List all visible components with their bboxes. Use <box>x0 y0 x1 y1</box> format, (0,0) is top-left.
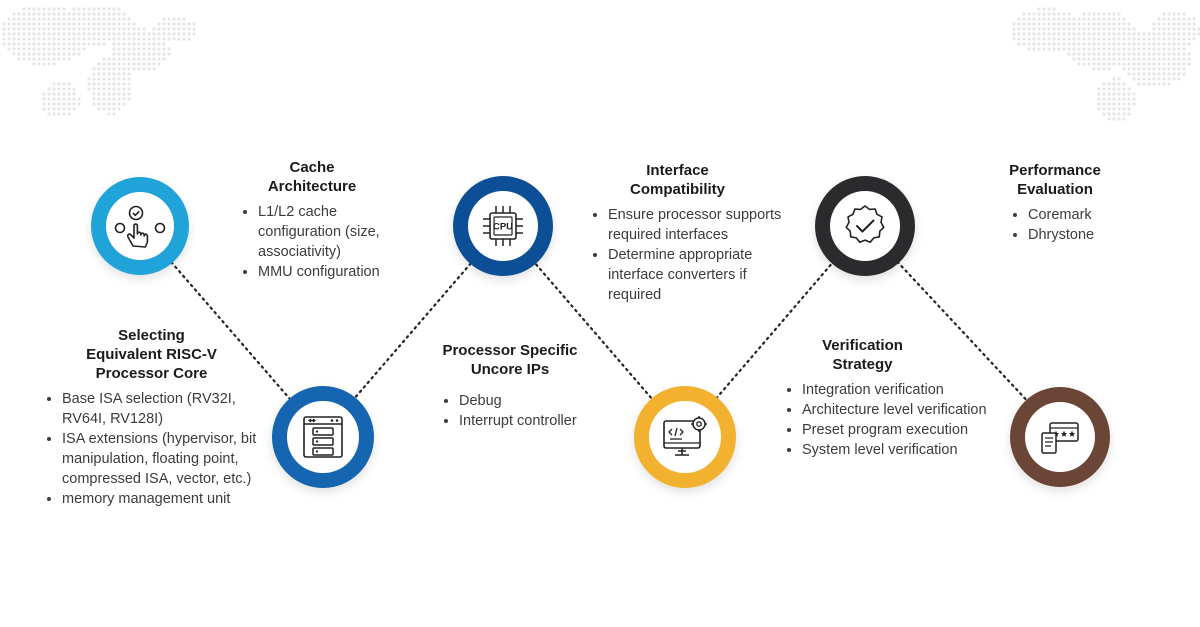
step-4-block: Interface Compatibility Ensure processor… <box>590 161 785 305</box>
step-1-node <box>91 177 189 275</box>
list-item: Preset program execution <box>802 420 995 440</box>
list-item: Dhrystone <box>1028 225 1120 245</box>
world-map-decoration-right <box>1012 7 1200 121</box>
list-item: Ensure processor supports required inter… <box>608 205 785 245</box>
list-item: System level verification <box>802 440 995 460</box>
step-2-block: Cache Architecture L1/L2 cache configura… <box>240 158 410 282</box>
step-1-list: Base ISA selection (RV32I, RV64I, RV128I… <box>44 389 259 509</box>
benchmark-screen-icon <box>1041 422 1079 454</box>
list-item: Architecture level verification <box>802 400 995 420</box>
step-6-block: Performance Evaluation Coremark Dhryston… <box>990 161 1120 245</box>
step-2-node <box>272 386 374 488</box>
step-3-list: Debug Interrupt controller <box>425 391 595 431</box>
list-item: Coremark <box>1028 205 1120 225</box>
step-1-title: Selecting Equivalent RISC-V Processor Co… <box>86 327 217 382</box>
list-item: Integration verification <box>802 380 995 400</box>
world-map-decoration-left <box>2 7 196 116</box>
step-2-title: Cache Architecture <box>267 159 357 195</box>
list-item: L1/L2 cache configuration (size, associa… <box>258 202 410 262</box>
step-3-title: Processor Specific Uncore IPs <box>442 342 578 378</box>
step-6-title: Performance Evaluation <box>1009 162 1101 198</box>
list-item: MMU configuration <box>258 262 410 282</box>
step-4-node <box>634 386 736 488</box>
monitor-code-icon <box>663 415 707 456</box>
cpu-chip-icon: CPU <box>483 206 523 246</box>
step-1-block: Selecting Equivalent RISC-V Processor Co… <box>44 326 259 509</box>
verified-badge-icon <box>845 205 885 243</box>
step-3-node: CPU <box>453 176 553 276</box>
step-5-node <box>815 176 915 276</box>
list-item: Debug <box>459 391 595 411</box>
server-rack-icon <box>303 416 343 458</box>
hand-select-icon <box>114 205 166 248</box>
list-item: Determine appropriate interface converte… <box>608 245 785 305</box>
step-3-block: Processor Specific Uncore IPs Debug Inte… <box>425 341 595 431</box>
step-6-list: Coremark Dhrystone <box>990 205 1120 245</box>
step-4-list: Ensure processor supports required inter… <box>590 205 785 305</box>
step-5-list: Integration verification Architecture le… <box>780 380 995 460</box>
list-item: Interrupt controller <box>459 411 595 431</box>
list-item: Base ISA selection (RV32I, RV64I, RV128I… <box>62 389 259 429</box>
step-5-title: Verification Strategy <box>822 337 903 373</box>
list-item: ISA extensions (hypervisor, bit manipula… <box>62 429 259 489</box>
step-2-list: L1/L2 cache configuration (size, associa… <box>240 202 410 282</box>
cpu-icon-label: CPU <box>493 222 513 233</box>
list-item: memory management unit <box>62 489 259 509</box>
step-6-node <box>1010 387 1110 487</box>
step-5-block: Verification Strategy Integration verifi… <box>780 336 995 460</box>
step-4-title: Interface Compatibility <box>629 162 725 198</box>
